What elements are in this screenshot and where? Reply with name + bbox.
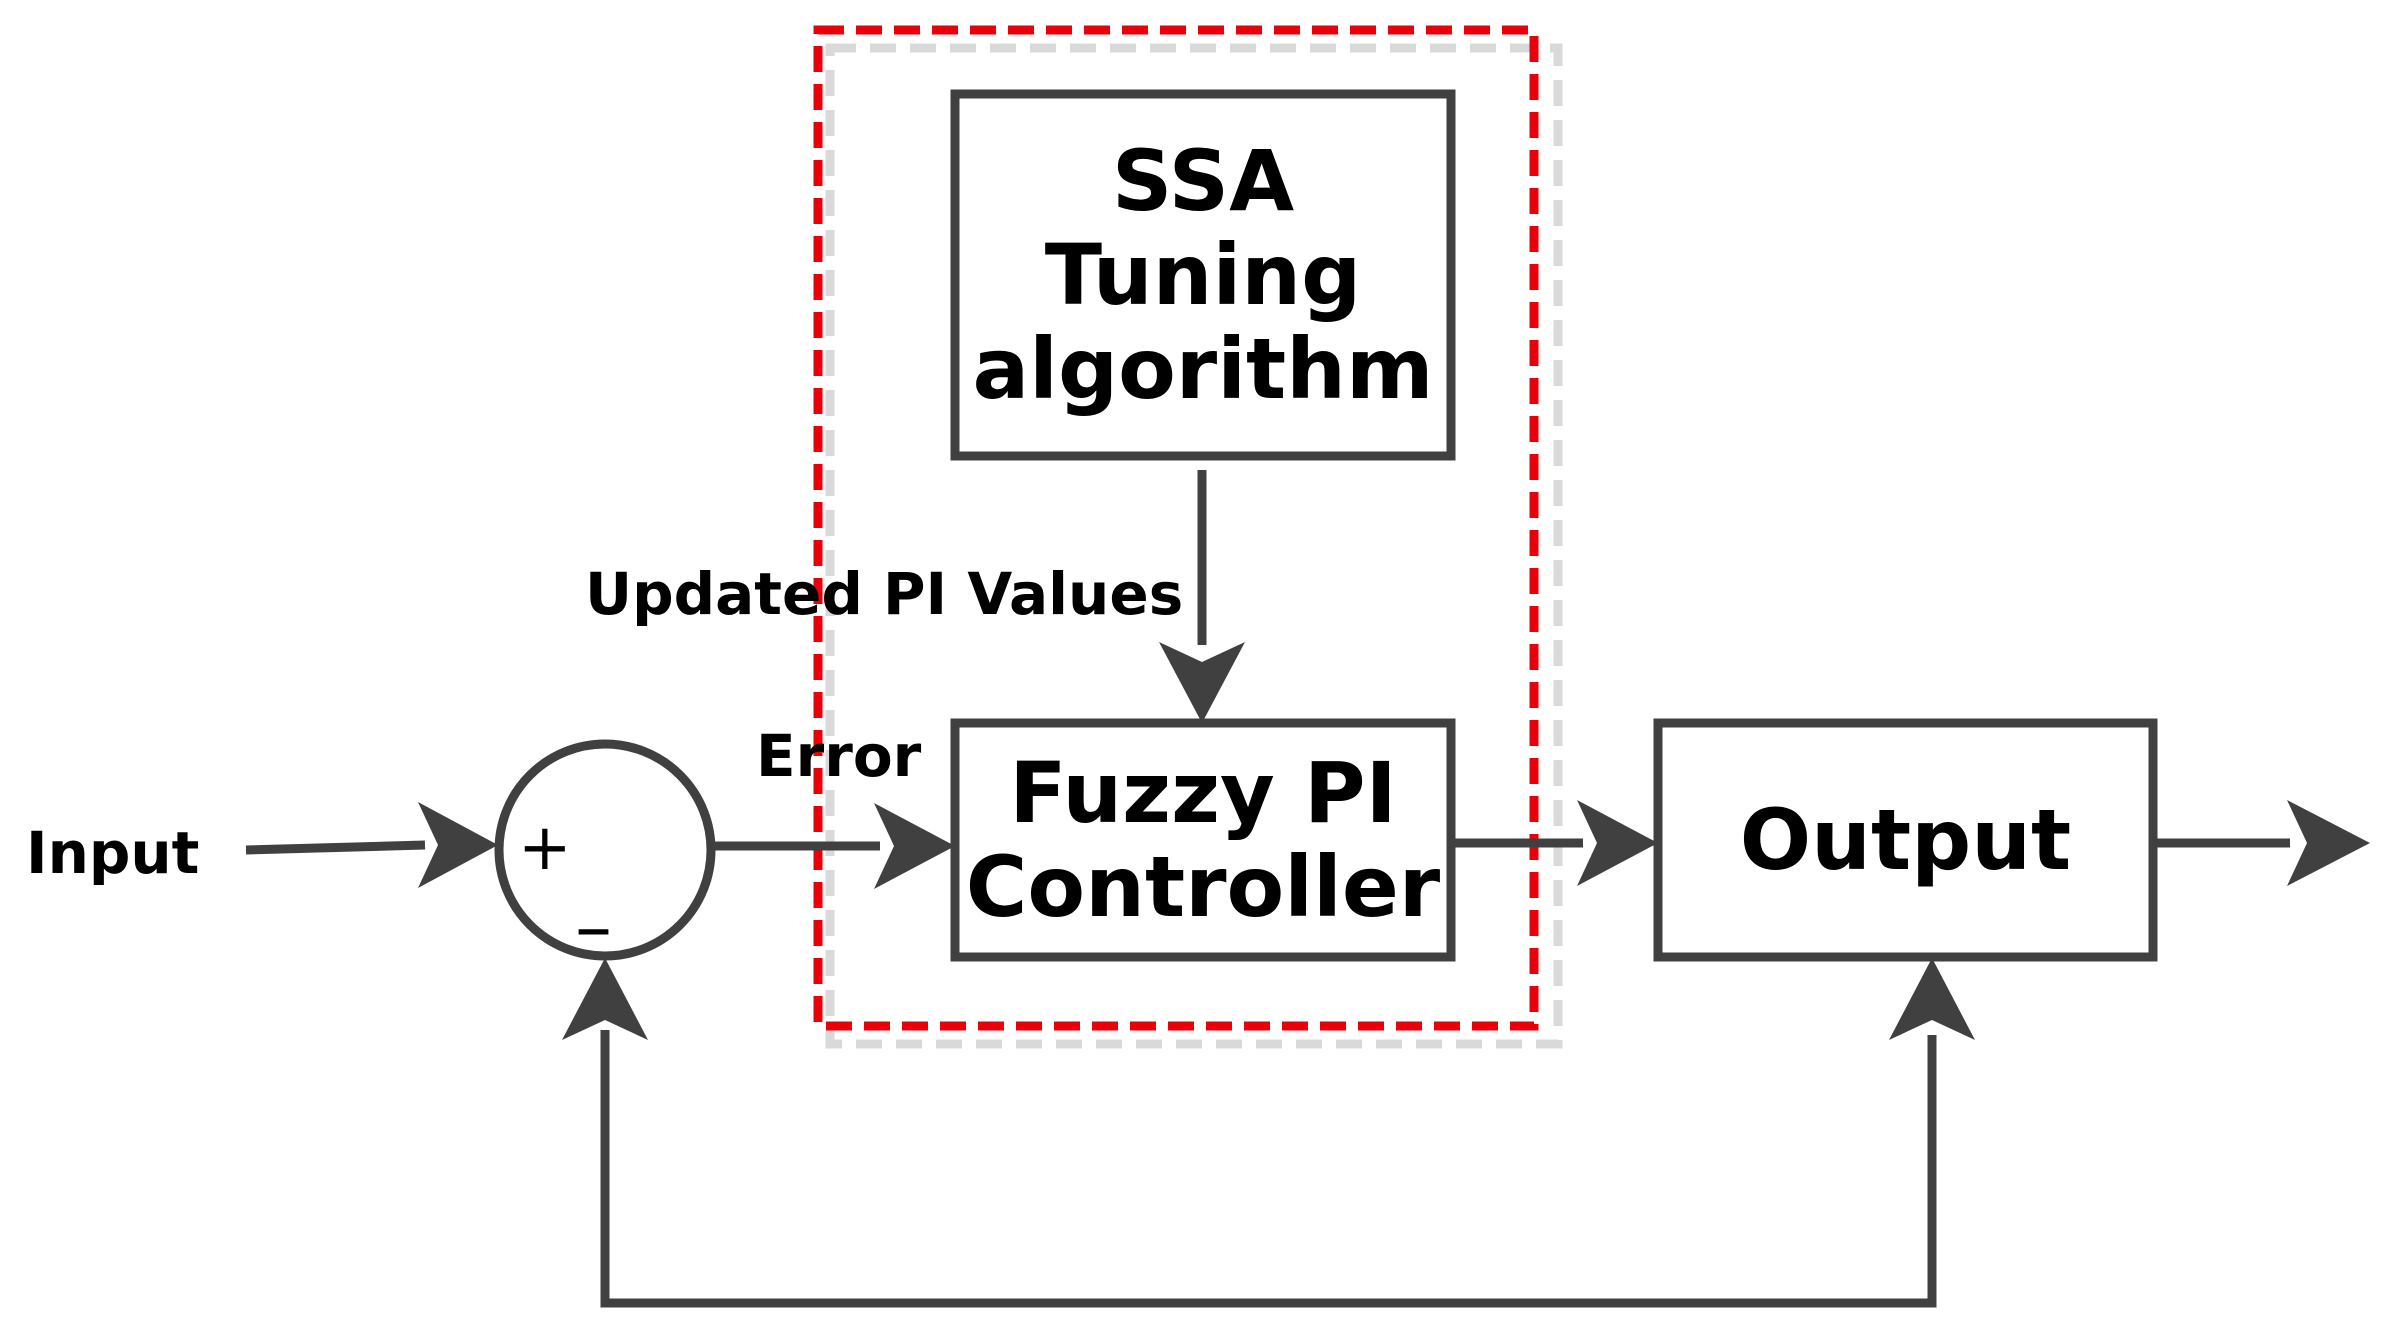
ssa-line-1: SSA bbox=[1111, 131, 1295, 230]
feedback-loop-line bbox=[600, 1030, 1937, 1308]
input-label: Input bbox=[26, 819, 200, 887]
fuzzy-to-output-arrowhead bbox=[1577, 800, 1658, 886]
ssa-line-3: algorithm bbox=[972, 320, 1434, 419]
ssa-block-text: SSA Tuning algorithm bbox=[959, 98, 1447, 452]
fuzzy-block-text: Fuzzy PI Controller bbox=[959, 727, 1447, 953]
error-arrowhead bbox=[874, 803, 955, 889]
fuzzy-line-1: Fuzzy PI bbox=[1009, 743, 1397, 842]
dashed-boundary-red bbox=[813, 25, 1539, 1031]
fuzzy-line-2: Controller bbox=[965, 838, 1441, 936]
feedback-arrowhead-junction bbox=[562, 958, 648, 1040]
ssa-to-fuzzy-arrowhead bbox=[1159, 642, 1245, 723]
plus-sign: + bbox=[518, 811, 572, 885]
dashed-boundary-gray bbox=[825, 43, 1563, 1049]
input-arrowhead bbox=[418, 802, 498, 888]
updated-pi-values-label: Updated PI Values bbox=[585, 560, 1184, 628]
ssa-line-2: Tuning bbox=[1044, 225, 1362, 324]
feedback-arrowhead-output bbox=[1889, 958, 1975, 1040]
error-label: Error bbox=[756, 722, 922, 790]
output-exit-arrowhead bbox=[2287, 800, 2370, 886]
ssa-tuning-block bbox=[950, 89, 1456, 461]
output-line-1: Output bbox=[1739, 790, 2072, 889]
minus-sign: – bbox=[575, 884, 612, 970]
input-line bbox=[245, 840, 426, 855]
output-block-text: Output bbox=[1662, 727, 2149, 953]
